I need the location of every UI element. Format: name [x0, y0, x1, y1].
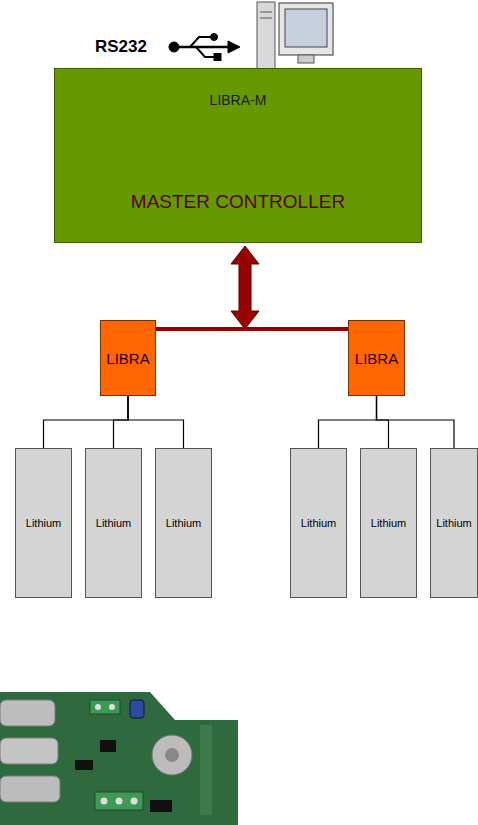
wire: [377, 396, 389, 448]
tower-slot: [260, 18, 272, 19]
monitor: [279, 3, 333, 55]
pc-tower: [257, 2, 275, 70]
pcb-background: [150, 692, 238, 720]
usb-symbol: [169, 34, 240, 61]
monitor-stand: [298, 55, 314, 63]
master-controller: LIBRA-M MASTER CONTROLLER: [54, 68, 422, 243]
screw: [101, 798, 108, 805]
usb-branch: [196, 47, 215, 57]
node-label: Lithium: [166, 517, 201, 529]
usb-stem: [174, 46, 228, 49]
node-label: Lithium: [96, 517, 131, 529]
battery-cell: Lithium: [15, 448, 72, 598]
wire: [128, 396, 184, 448]
pcb-photo: [0, 682, 238, 825]
wire: [319, 396, 377, 448]
usb-branch: [190, 37, 212, 47]
wire: [114, 396, 129, 448]
node-label: LIBRA: [106, 350, 149, 367]
terminal-block: [95, 792, 143, 810]
battery-cell: Lithium: [430, 448, 478, 598]
node-label: LIBRA: [355, 350, 398, 367]
node-label: Lithium: [301, 517, 336, 529]
chip: [150, 800, 172, 812]
pcb-background: [0, 682, 238, 692]
disc-center: [165, 748, 179, 762]
battery-cell: Lithium: [290, 448, 347, 598]
interface-label: RS232: [95, 37, 147, 57]
terminal-block: [90, 700, 120, 714]
double-arrow-shape: [231, 246, 259, 329]
pcb-board: [0, 682, 238, 825]
disc-component: [152, 735, 192, 775]
screw: [131, 798, 138, 805]
usb-square: [214, 54, 221, 61]
node-label: Lithium: [436, 517, 471, 529]
pcb-edge: [200, 725, 212, 815]
wire: [377, 396, 455, 448]
battery-cell: [0, 776, 60, 802]
battery-cell: [0, 738, 58, 764]
double-arrow: [231, 246, 259, 329]
chip: [75, 760, 93, 770]
battery-cell: Lithium: [155, 448, 212, 598]
node-label: MASTER CONTROLLER: [55, 191, 421, 213]
usb-arrow: [228, 41, 240, 53]
battery-cell: [0, 700, 55, 726]
wire: [44, 396, 129, 448]
bus-line: [156, 327, 348, 331]
screw: [109, 704, 115, 710]
screw: [95, 704, 101, 710]
screw: [116, 798, 123, 805]
node-label: Lithium: [26, 517, 61, 529]
monitor-screen: [285, 9, 327, 47]
usb-circle: [211, 34, 218, 41]
battery-cell: Lithium: [85, 448, 142, 598]
capacitor: [130, 700, 144, 718]
libra-module: LIBRA: [100, 320, 156, 396]
node-subtitle: LIBRA-M: [55, 92, 421, 108]
libra-module: LIBRA: [348, 320, 405, 396]
chip: [100, 740, 116, 752]
battery-cell: Lithium: [360, 448, 417, 598]
node-label: Lithium: [371, 517, 406, 529]
tower-slot: [260, 12, 272, 13]
